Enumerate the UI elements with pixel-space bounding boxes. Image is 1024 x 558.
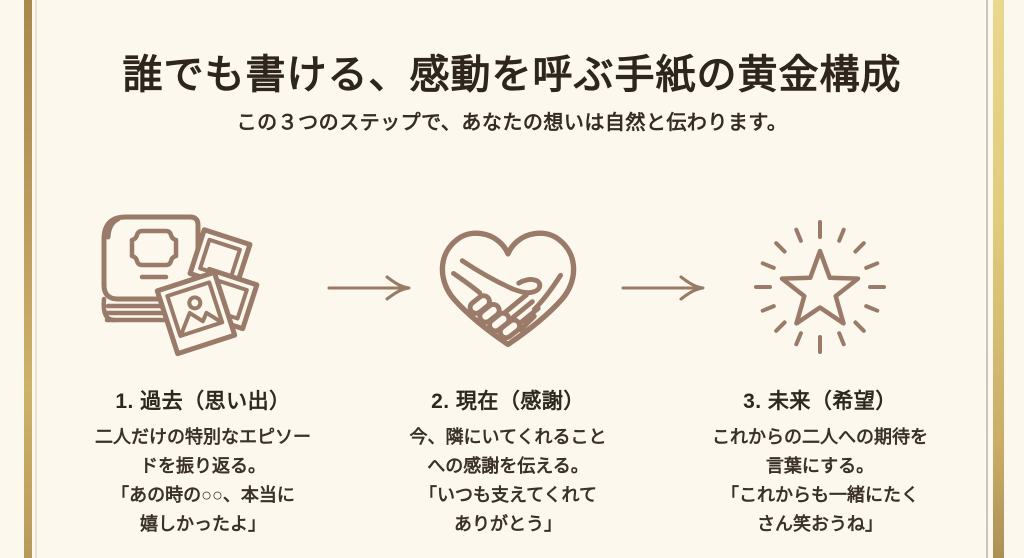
step-3-line-4: さん笑おうね」 xyxy=(757,514,883,534)
step-2-line-4: ありがとう」 xyxy=(454,514,562,534)
page-subtitle: この３つのステップで、あなたの想いは自然と伝わります。 xyxy=(236,112,788,134)
step-1-line-4: 嬉しかったよ」 xyxy=(140,514,266,534)
arrow-right-icon xyxy=(621,275,707,301)
gold-border-left xyxy=(24,0,32,558)
step-3-line-2: 言葉にする。 xyxy=(765,456,875,476)
step-3-description: これからの二人への期待を 言葉にする。 「これからも一緒にたく さん笑おうね」 xyxy=(660,423,980,539)
step-2-heading: 2. 現在（感謝） xyxy=(431,390,585,413)
step-2-line-3: 「いつも支えてくれて xyxy=(418,485,598,505)
step-1-line-2: ドを振り返る。 xyxy=(140,456,266,476)
thin-divider-left xyxy=(35,0,37,558)
page-title: 誰でも書ける、感動を呼ぶ手紙の黄金構成 xyxy=(122,52,902,97)
step-2-line-2: への感謝を伝える。 xyxy=(427,456,589,476)
photo-album-icon xyxy=(53,200,353,375)
step-1-description: 二人だけの特別なエピソー ドを振り返る。 「あの時の○○、本当に 嬉しかったよ」 xyxy=(53,423,353,539)
step-1-heading: 1. 過去（思い出） xyxy=(115,390,291,413)
step-1-line-1: 二人だけの特別なエピソー xyxy=(95,427,311,447)
heart-handshake-icon xyxy=(358,200,658,375)
step-3-line-1: これからの二人への期待を xyxy=(712,427,928,447)
gold-border-right xyxy=(993,0,1004,558)
step-2-line-1: 今、隣にいてくれること xyxy=(409,427,607,447)
thin-divider-right xyxy=(986,0,988,558)
step-3-heading: 3. 未来（希望） xyxy=(743,390,897,413)
arrow-right-icon xyxy=(327,275,413,301)
step-1-column: 1. 過去（思い出） 二人だけの特別なエピソー ドを振り返る。 「あの時の○○、… xyxy=(53,200,353,539)
step-3-line-3: 「これからも一緒にたく xyxy=(721,485,919,505)
step-1-line-3: 「あの時の○○、本当に xyxy=(111,485,295,505)
step-2-description: 今、隣にいてくれること への感謝を伝える。 「いつも支えてくれて ありがとう」 xyxy=(358,423,658,539)
step-3-column: 3. 未来（希望） これからの二人への期待を 言葉にする。 「これからも一緒にた… xyxy=(660,200,980,539)
step-2-column: 2. 現在（感謝） 今、隣にいてくれること への感謝を伝える。 「いつも支えてく… xyxy=(358,200,658,539)
sparkle-star-icon xyxy=(660,200,980,375)
